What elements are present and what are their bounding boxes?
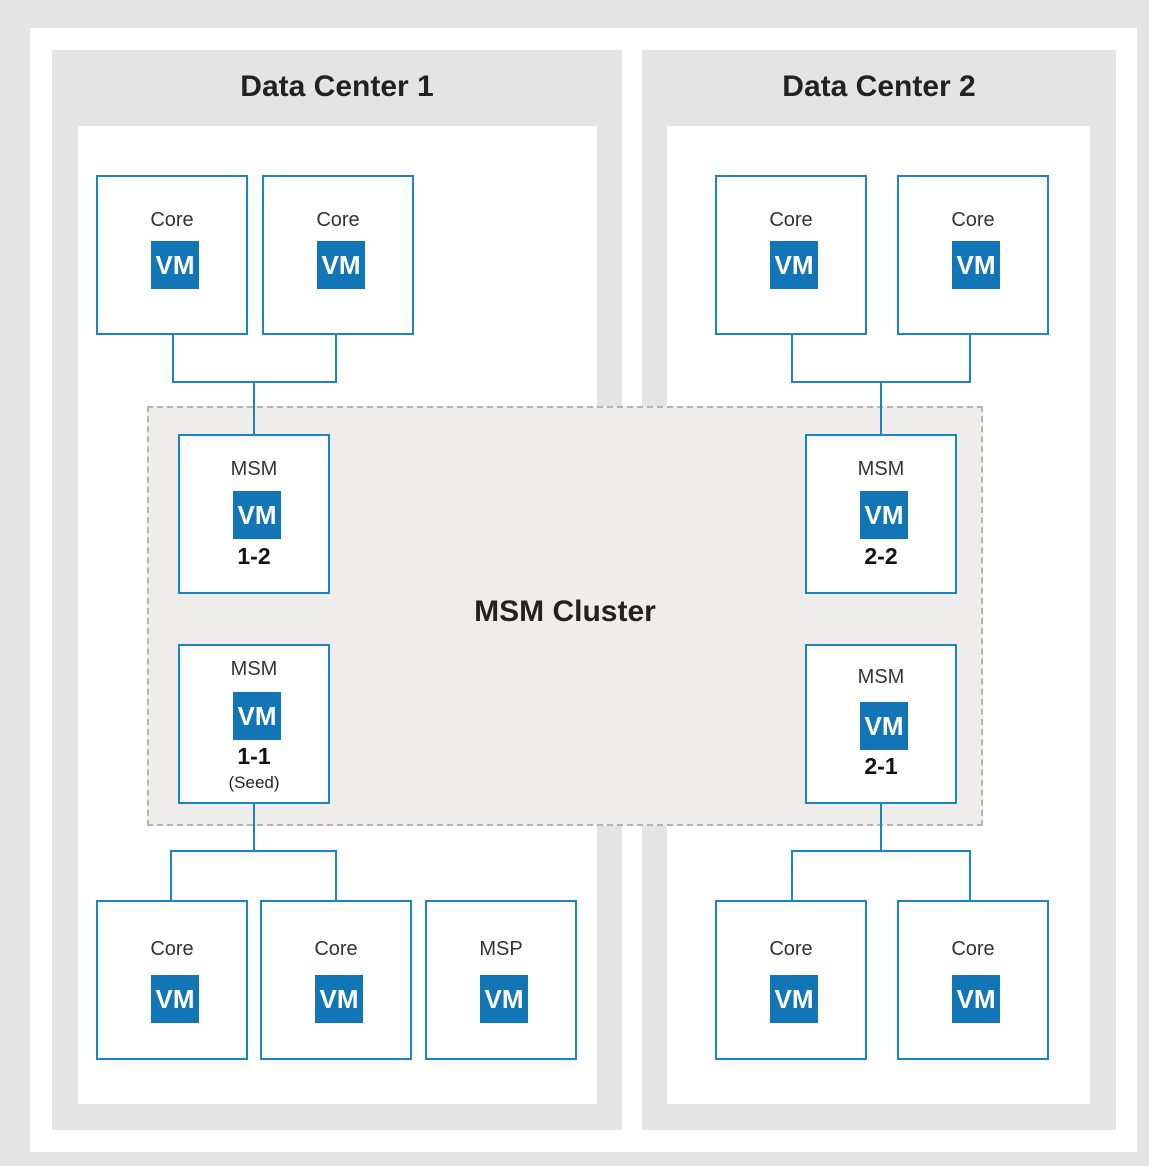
msm-cluster-label: MSM Cluster: [474, 595, 656, 628]
vm-icon: VM: [151, 975, 199, 1023]
node-role-label: MSM: [857, 666, 905, 688]
msm-node-1-1-seed: MSM VM 1-1 (Seed): [178, 644, 330, 804]
node-role-label: Core: [951, 938, 995, 960]
vm-icon: VM: [233, 692, 281, 740]
dc1-core-node-bottom-middle: Core VM: [260, 900, 412, 1060]
vm-icon: VM: [233, 491, 281, 539]
seed-note: (Seed): [228, 773, 280, 792]
node-role-label: Core: [769, 209, 813, 231]
connector-dc1-top-cores: [172, 332, 337, 383]
dc2-core-node-bottom-left: Core VM: [715, 900, 867, 1060]
vm-icon: VM: [952, 975, 1000, 1023]
node-role-label: Core: [769, 938, 813, 960]
connector-dc1-bottom-cores: [170, 850, 337, 901]
node-id-label: 2-1: [864, 753, 898, 779]
node-role-label: MSM: [230, 658, 278, 680]
dc1-core-node-top-right: Core VM: [262, 175, 414, 335]
node-role-label: Core: [150, 938, 194, 960]
dc2-core-node-top-left: Core VM: [715, 175, 867, 335]
node-role-label: Core: [314, 938, 358, 960]
vm-icon: VM: [317, 241, 365, 289]
vm-icon: VM: [860, 702, 908, 750]
vm-icon: VM: [770, 241, 818, 289]
node-id-label: 2-2: [864, 543, 898, 569]
node-role-label: MSM: [857, 458, 905, 480]
dc2-core-node-bottom-right: Core VM: [897, 900, 1049, 1060]
node-role-label: Core: [951, 209, 995, 231]
connector-dc2-bottom-cores: [791, 850, 971, 901]
vm-icon: VM: [315, 975, 363, 1023]
msm-node-2-2: MSM VM 2-2: [805, 434, 957, 594]
node-id-label: 1-2: [237, 543, 271, 569]
dc1-core-node-bottom-left: Core VM: [96, 900, 248, 1060]
node-role-label: MSP: [479, 938, 523, 960]
vm-icon: VM: [770, 975, 818, 1023]
vm-icon: VM: [151, 241, 199, 289]
msm-node-1-2: MSM VM 1-2: [178, 434, 330, 594]
connector-dc2-top-cores: [791, 332, 971, 383]
node-id-label: 1-1: [237, 743, 271, 769]
node-role-label: Core: [150, 209, 194, 231]
dc1-core-node-top-left: Core VM: [96, 175, 248, 335]
data-center-2-title: Data Center 2: [782, 70, 976, 103]
dc2-core-node-top-right: Core VM: [897, 175, 1049, 335]
vm-icon: VM: [860, 491, 908, 539]
vm-icon: VM: [480, 975, 528, 1023]
node-role-label: Core: [316, 209, 360, 231]
node-role-label: MSM: [230, 458, 278, 480]
dc1-msp-node: MSP VM: [425, 900, 577, 1060]
vm-icon: VM: [952, 241, 1000, 289]
msm-node-2-1: MSM VM 2-1: [805, 644, 957, 804]
data-center-1-title: Data Center 1: [240, 70, 434, 103]
